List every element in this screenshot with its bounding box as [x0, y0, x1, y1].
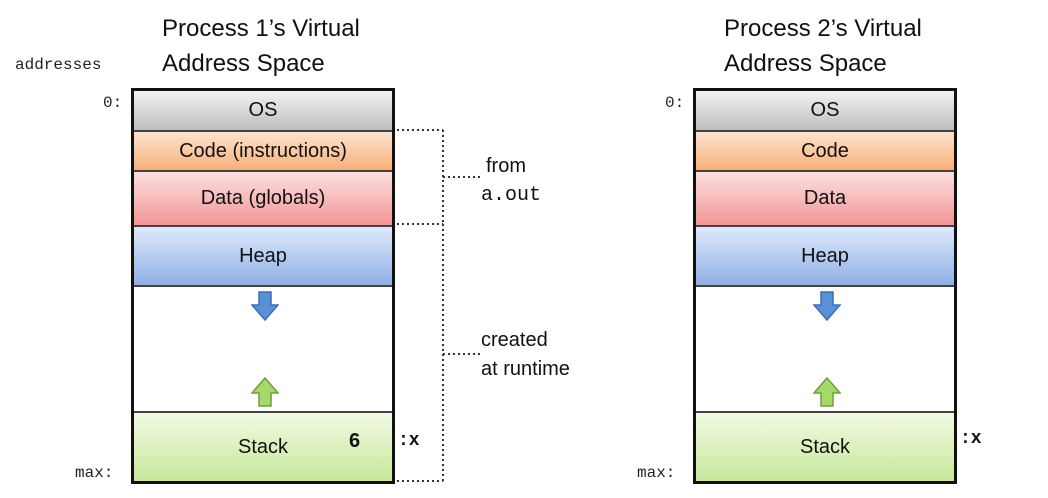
- process2-title-line2: Address Space: [724, 50, 887, 77]
- process2-heap-label: Heap: [801, 244, 849, 267]
- process1-data-segment: Data (globals): [134, 172, 392, 227]
- process2-stack-var-label: :x: [960, 429, 982, 449]
- process2-stack-segment: Stack: [696, 411, 954, 481]
- process1-stack-segment: Stack: [134, 411, 392, 481]
- process2-addr-end: max:: [637, 464, 676, 482]
- arrow-up-icon: [251, 377, 279, 407]
- process2-address-space: OS Code Data Heap Stack: [693, 88, 957, 484]
- process1-stack-label: Stack: [237, 435, 289, 458]
- addresses-label: addresses: [15, 56, 102, 74]
- process2-title-line1: Process 2’s Virtual: [724, 15, 922, 42]
- process1-stack-value: 6: [349, 430, 361, 452]
- arrow-up-icon: [813, 377, 841, 407]
- process2-os-label: OS: [810, 99, 840, 121]
- process1-title-line2: Address Space: [162, 50, 325, 77]
- segment-brackets: [397, 129, 483, 482]
- process1-title-line1: Process 1’s Virtual: [162, 15, 360, 42]
- process2-code-segment: Code: [696, 132, 954, 172]
- process2-addr-start: 0:: [665, 94, 685, 112]
- process1-code-label: Code (instructions): [179, 139, 347, 162]
- from-label: from: [486, 155, 526, 177]
- process1-data-label: Data (globals): [200, 187, 326, 209]
- process1-os-segment: OS: [134, 91, 392, 132]
- process1-addr-end: max:: [75, 464, 114, 482]
- process2-data-label: Data: [803, 187, 847, 209]
- created-label-line2: at runtime: [481, 358, 570, 380]
- process1-address-space: OS Code (instructions) Data (globals) He…: [131, 88, 395, 484]
- process1-heap-segment: Heap: [134, 227, 392, 287]
- process2-code-label: Code: [801, 139, 849, 162]
- arrow-down-icon: [813, 291, 841, 321]
- process1-stack-var-label: :x: [398, 431, 420, 451]
- process2-data-segment: Data: [696, 172, 954, 227]
- process2-stack-label: Stack: [799, 435, 851, 458]
- process1-heap-label: Heap: [239, 244, 287, 267]
- process2-heap-segment: Heap: [696, 227, 954, 287]
- process2-os-segment: OS: [696, 91, 954, 132]
- created-label-line1: created: [481, 329, 548, 351]
- from-file-label: a.out: [481, 184, 542, 207]
- process1-addr-start: 0:: [103, 94, 123, 112]
- process1-code-segment: Code (instructions): [134, 132, 392, 172]
- process1-os-label: OS: [248, 99, 278, 121]
- arrow-down-icon: [251, 291, 279, 321]
